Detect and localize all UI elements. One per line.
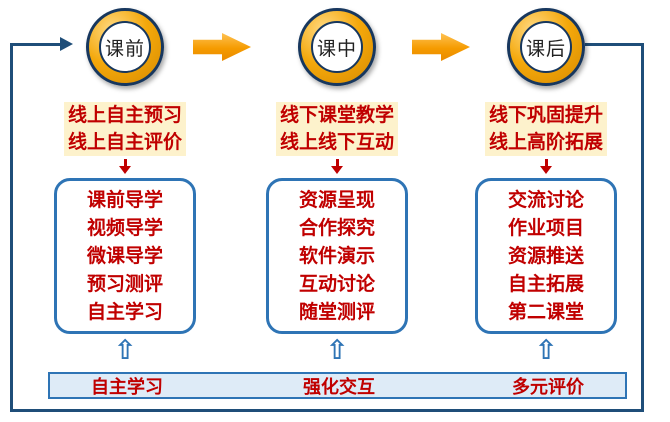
stage-circle-label: 课前 [99,21,151,73]
bottom-summary-bar: 自主学习 强化交互 多元评价 [48,372,627,399]
stage-highlights: 线下巩固提升 线上高阶拓展 [484,102,607,156]
highlight-line: 线上自主评价 [63,129,186,156]
highlight-line: 线上线下互动 [275,129,398,156]
down-arrow-stem [335,159,339,166]
down-arrow-head [119,166,131,174]
bar-label-evaluation: 多元评价 [512,376,584,398]
stage-highlights: 线上自主预习 线上自主评价 [63,102,186,156]
feedback-loop-top-right-line [585,43,643,46]
feedback-loop-right-line [641,43,644,412]
activity-item: 互动讨论 [298,273,375,295]
bar-label-interaction: 强化交互 [303,376,375,398]
activity-item: 自主学习 [86,301,163,323]
feedback-loop-bottom-line [10,409,644,412]
stage-circle: 课前 [86,8,164,86]
stage-activities-box: 交流讨论 作业项目 资源推送 自主拓展 第二课堂 [475,178,617,334]
highlight-line: 线上高阶拓展 [484,129,607,156]
activity-item: 作业项目 [507,217,584,239]
activity-item: 视频导学 [86,217,163,239]
highlight-line: 线下巩固提升 [484,102,607,129]
stage-circle: 课后 [507,8,585,86]
stage-column-during-class: 课中 线下课堂教学 线上线下互动 资源呈现 合作探究 软件演示 互动讨论 随堂测… [237,0,437,366]
activity-item: 随堂测评 [298,301,375,323]
activity-item: 预习测评 [86,273,163,295]
down-arrow-head [331,166,343,174]
stage-column-after-class: 课后 线下巩固提升 线上高阶拓展 交流讨论 作业项目 资源推送 自主拓展 第二课… [446,0,646,366]
down-arrow-head [540,166,552,174]
up-arrow-icon: ⇧ [534,335,558,366]
highlight-line: 线下课堂教学 [275,102,398,129]
activity-item: 资源呈现 [298,189,375,211]
down-arrow-stem [544,159,548,166]
activity-item: 资源推送 [507,245,584,267]
feedback-loop-left-line [10,43,13,412]
stage-circle-label: 课中 [311,21,363,73]
up-arrow-icon: ⇧ [113,335,137,366]
down-arrow-icon [119,159,131,175]
stage-activities-box: 资源呈现 合作探究 软件演示 互动讨论 随堂测评 [266,178,408,334]
activity-item: 自主拓展 [507,273,584,295]
activity-item: 微课导学 [86,245,163,267]
stage-column-before-class: 课前 线上自主预习 线上自主评价 课前导学 视频导学 微课导学 预习测评 自主学… [25,0,225,366]
down-arrow-icon [540,159,552,175]
activity-item: 合作探究 [298,217,375,239]
activity-item: 第二课堂 [507,301,584,323]
down-arrow-stem [123,159,127,166]
stage-highlights: 线下课堂教学 线上线下互动 [275,102,398,156]
up-arrow-icon: ⇧ [325,335,349,366]
down-arrow-icon [331,159,343,175]
stage-circle: 课中 [298,8,376,86]
activity-item: 课前导学 [86,189,163,211]
bar-label-self-learning: 自主学习 [91,376,163,398]
stage-circle-label: 课后 [520,21,572,73]
feedback-loop-top-left-line [12,43,61,46]
activity-item: 软件演示 [298,245,375,267]
highlight-line: 线上自主预习 [63,102,186,129]
activity-item: 交流讨论 [507,189,584,211]
stage-activities-box: 课前导学 视频导学 微课导学 预习测评 自主学习 [54,178,196,334]
loop-arrowhead-icon [60,37,73,51]
